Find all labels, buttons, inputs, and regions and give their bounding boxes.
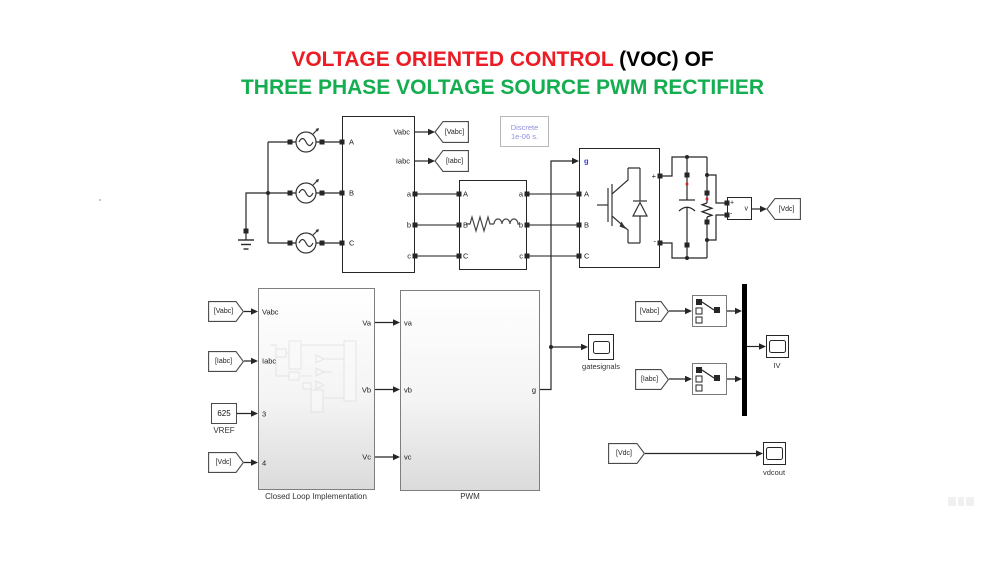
cl-port-3: 3 — [262, 408, 267, 418]
from-tag-shape — [635, 300, 670, 322]
from-tag-vdc-ctrl[interactable]: [Vdc] — [208, 452, 245, 473]
powergui-line1: Discrete — [510, 122, 539, 132]
voltmeter-plus: + — [730, 199, 735, 207]
selector-block-v[interactable] — [692, 295, 727, 327]
watermark-fragment — [958, 497, 964, 506]
rectifier-block[interactable] — [579, 148, 660, 268]
from-tag-shape — [608, 443, 646, 464]
ac-source-icons — [295, 128, 319, 254]
title-line1-black: (VOC) OF — [613, 48, 714, 71]
meas-port-b: b — [406, 220, 411, 230]
selector-block-i[interactable] — [692, 363, 727, 395]
dc-link-wires — [660, 156, 727, 259]
cl-port-iabc: Iabc — [262, 356, 277, 366]
iv-scope[interactable] — [766, 335, 789, 358]
meas-port-Vabc: Vabc — [393, 127, 410, 137]
rectifier-port-minus: - — [653, 236, 657, 246]
pwm-subsystem[interactable] — [400, 290, 540, 491]
rl-port-c: c — [519, 251, 523, 261]
watermark-fragment — [948, 497, 956, 506]
from-tag-shape — [208, 452, 245, 473]
powergui-line2: 1e-06 s. — [510, 131, 539, 141]
gatesignals-scope[interactable] — [588, 334, 614, 360]
closed-loop-subsystem[interactable] — [258, 288, 375, 490]
rl-port-A: A — [463, 189, 469, 199]
title-line2: THREE PHASE VOLTAGE SOURCE PWM RECTIFIER — [240, 76, 765, 99]
rectifier-port-C: C — [584, 251, 590, 261]
from-tag-vdc-out[interactable]: [Vdc] — [608, 443, 646, 464]
rectifier-port-B: B — [584, 220, 590, 230]
scope-screen-icon — [769, 340, 786, 353]
meas-port-c: c — [407, 251, 411, 261]
vref-constant-block[interactable]: 625 — [211, 403, 237, 424]
meas-port-A: A — [349, 137, 355, 147]
mux-bar[interactable] — [742, 284, 747, 416]
iv-label: IV — [773, 361, 781, 370]
rl-filter-block[interactable] — [459, 180, 527, 270]
from-tag-vabc-iv-label: [Vabc] — [639, 307, 660, 315]
from-tag-vdc-ctrl-label: [Vdc] — [215, 459, 232, 466]
rl-port-a: a — [518, 189, 523, 199]
vdcout-label: vdcout — [762, 468, 786, 477]
gatesignals-label: gatesignals — [582, 362, 620, 371]
cl-port-Va: Va — [362, 317, 371, 327]
from-tag-vabc-iv[interactable]: [Vabc] — [635, 300, 670, 322]
pwm-port-vb: vb — [404, 384, 412, 394]
rl-port-C: C — [463, 251, 469, 261]
cl-port-4: 4 — [262, 457, 267, 467]
pwm-port-vc: vc — [404, 452, 412, 462]
goto-tag-shape — [766, 198, 801, 220]
cl-port-vabc: Vabc — [262, 306, 279, 316]
goto-tag-shape — [434, 150, 469, 172]
from-tag-vabc-ctrl-label: [Vabc] — [213, 308, 234, 315]
meas-port-C: C — [349, 238, 355, 248]
title-line1: VOLTAGE ORIENTED CONTROL (VOC) OF — [0, 46, 1005, 74]
ground-icon — [238, 228, 254, 250]
cl-port-Vc: Vc — [362, 452, 371, 462]
vref-value: 625 — [217, 409, 231, 418]
pwm-label: PWM — [460, 492, 480, 501]
pwm-port-g: g — [531, 384, 536, 394]
goto-tag-vabc-label: [Vabc] — [444, 128, 465, 136]
title-line1-red: VOLTAGE ORIENTED CONTROL — [291, 48, 614, 71]
voltmeter-v: v — [744, 205, 749, 213]
powergui-block[interactable]: Discrete 1e-06 s. — [500, 116, 549, 147]
vref-label: VREF — [213, 426, 235, 435]
closed-loop-label: Closed Loop Implementation — [265, 492, 367, 501]
rl-port-b: b — [518, 220, 523, 230]
voltage-measurement-block[interactable] — [727, 197, 752, 220]
rectifier-port-g: g — [584, 156, 589, 166]
from-tag-iabc-ctrl[interactable]: [Iabc] — [208, 350, 245, 372]
voltmeter-minus: - — [730, 210, 733, 218]
rl-port-B: B — [463, 220, 469, 230]
goto-tag-iabc[interactable]: [Iabc] — [434, 150, 469, 172]
polarity-dots — [685, 182, 709, 201]
meas-port-Iabc: Iabc — [395, 156, 410, 166]
goto-tag-vdc[interactable]: [Vdc] — [766, 198, 801, 220]
meas-port-B: B — [349, 188, 355, 198]
rectifier-port-plus: + — [651, 171, 656, 181]
scope-screen-icon — [592, 340, 610, 354]
from-tag-shape — [635, 368, 670, 390]
meas-port-a: a — [406, 189, 411, 199]
from-tag-iabc-ctrl-label: [Iabc] — [214, 357, 233, 365]
cl-port-Vb: Vb — [361, 384, 371, 394]
scope-screen-icon — [766, 447, 783, 460]
goto-tag-vdc-label: [Vdc] — [778, 205, 795, 213]
rectifier-port-A: A — [584, 189, 590, 199]
model-title: VOLTAGE ORIENTED CONTROL (VOC) OF THREE … — [0, 46, 1005, 102]
from-tag-vabc-ctrl[interactable]: [Vabc] — [208, 301, 245, 322]
pwm-port-va: va — [404, 317, 412, 327]
goto-tag-vabc[interactable]: [Vabc] — [434, 121, 469, 143]
from-tag-vdc-out-label: [Vdc] — [616, 450, 632, 457]
vi-measurement-block[interactable] — [342, 116, 415, 273]
from-tag-iabc-iv[interactable]: [Iabc] — [635, 368, 670, 390]
goto-tag-shape — [434, 121, 469, 143]
watermark-fragment — [966, 497, 974, 506]
stray-dot — [99, 199, 101, 201]
from-tag-iabc-iv-label: [Iabc] — [640, 375, 659, 383]
vdcout-scope[interactable] — [763, 442, 786, 465]
goto-tag-iabc-label: [Iabc] — [445, 157, 464, 165]
source-wires — [245, 141, 342, 244]
